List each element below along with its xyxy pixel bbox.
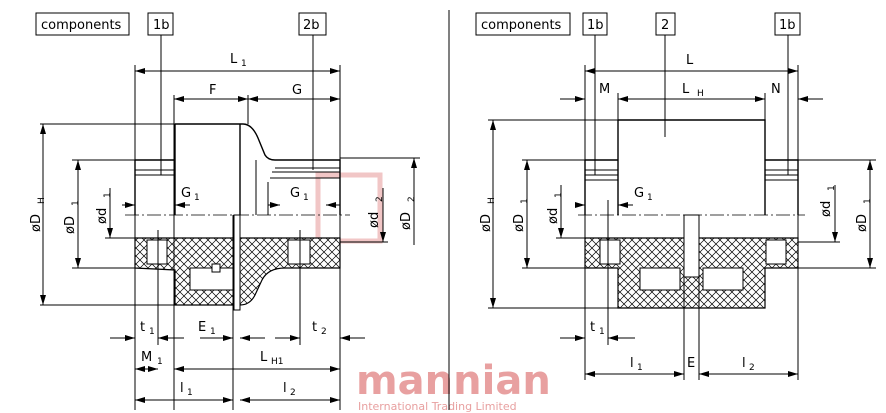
dim-d1-far-right: ød [819, 201, 834, 217]
dim-t1-sub: 1 [149, 327, 155, 337]
dim-G1-left-sub: 1 [194, 193, 200, 203]
dim-E1: E [198, 320, 206, 335]
callout-2b-label: 2b [303, 18, 320, 33]
dim-L: L [686, 53, 694, 68]
dim-d1-right-sub: 1 [554, 192, 564, 198]
dim-D2: øD [399, 212, 414, 230]
dim-DH-right: øD [479, 214, 494, 232]
callout-1b-label: 1b [153, 18, 170, 33]
dim-M1: M [141, 350, 152, 365]
dim-L1-sub: 1 [241, 59, 247, 69]
callout-2-label: 2 [661, 18, 669, 33]
dim-G1-right-sub: 1 [303, 193, 309, 203]
watermark-logo-icon [315, 172, 383, 244]
dim-t1: t [140, 320, 145, 335]
dim-t1-right-sub: 1 [599, 327, 605, 337]
dim-l2-sub: 2 [290, 388, 296, 398]
dim-D1-far-right-sub: 1 [863, 198, 873, 204]
dim-D1-far-right: øD [855, 214, 870, 232]
dim-l1-sub: 1 [187, 388, 193, 398]
components-label-right: components [481, 18, 562, 33]
dim-DH: øD [29, 214, 44, 232]
dim-d1-far-right-sub: 1 [827, 185, 837, 191]
dim-D1-right: øD [512, 214, 527, 232]
dim-t2-sub: 2 [321, 327, 327, 337]
dim-t2: t [312, 320, 317, 335]
callout-1b-left-label: 1b [587, 18, 604, 33]
dim-LH1-sub: H1 [271, 357, 284, 367]
dim-d1-right: ød [546, 208, 561, 224]
dim-N: N [771, 82, 781, 97]
dim-G1-right: G [290, 186, 300, 201]
dim-D1-sub: 1 [71, 200, 81, 206]
components-label-box-right [475, 12, 571, 36]
dim-G1-sub: 1 [647, 193, 653, 203]
dim-l1-right-sub: 1 [637, 363, 643, 373]
watermark-brand: mannian [356, 358, 551, 404]
dim-G1: G [634, 186, 644, 201]
dim-DH-sub: H [37, 197, 47, 204]
dim-l1: l [180, 381, 184, 396]
dim-D2-sub: 2 [407, 196, 417, 202]
components-label-box [35, 12, 130, 36]
dim-LH-sub: H [697, 89, 704, 99]
dim-E1-sub: 1 [210, 327, 216, 337]
dim-M1-sub: 1 [157, 357, 163, 367]
dim-d2-sub: 2 [375, 196, 385, 202]
dim-D1-right-sub: 1 [520, 198, 530, 204]
dim-G: G [292, 83, 302, 98]
components-label: components [41, 18, 122, 33]
dim-LH1: L [260, 350, 268, 365]
watermark-tagline: International Trading Limited [358, 400, 517, 413]
dim-t1-right: t [590, 320, 595, 335]
watermark: mannian International Trading Limited [315, 172, 551, 413]
dim-DH-right-sub: H [487, 197, 497, 204]
dim-l2-right-sub: 2 [749, 363, 755, 373]
dim-E: E [687, 356, 695, 371]
dim-l1-right: l [630, 356, 634, 371]
dim-L1: L [230, 52, 238, 67]
dim-D1: øD [63, 216, 78, 234]
dim-d1: ød [95, 208, 110, 224]
dim-F: F [209, 83, 216, 98]
callout-1b-right-label: 1b [779, 18, 796, 33]
dim-G1-left: G [181, 186, 191, 201]
dim-M: M [599, 82, 610, 97]
dim-l2: l [283, 381, 287, 396]
dim-d2: ød [367, 212, 382, 228]
dim-l2-right: l [742, 356, 746, 371]
dim-LH: L [682, 82, 690, 97]
dim-d1-sub: 1 [103, 192, 113, 198]
